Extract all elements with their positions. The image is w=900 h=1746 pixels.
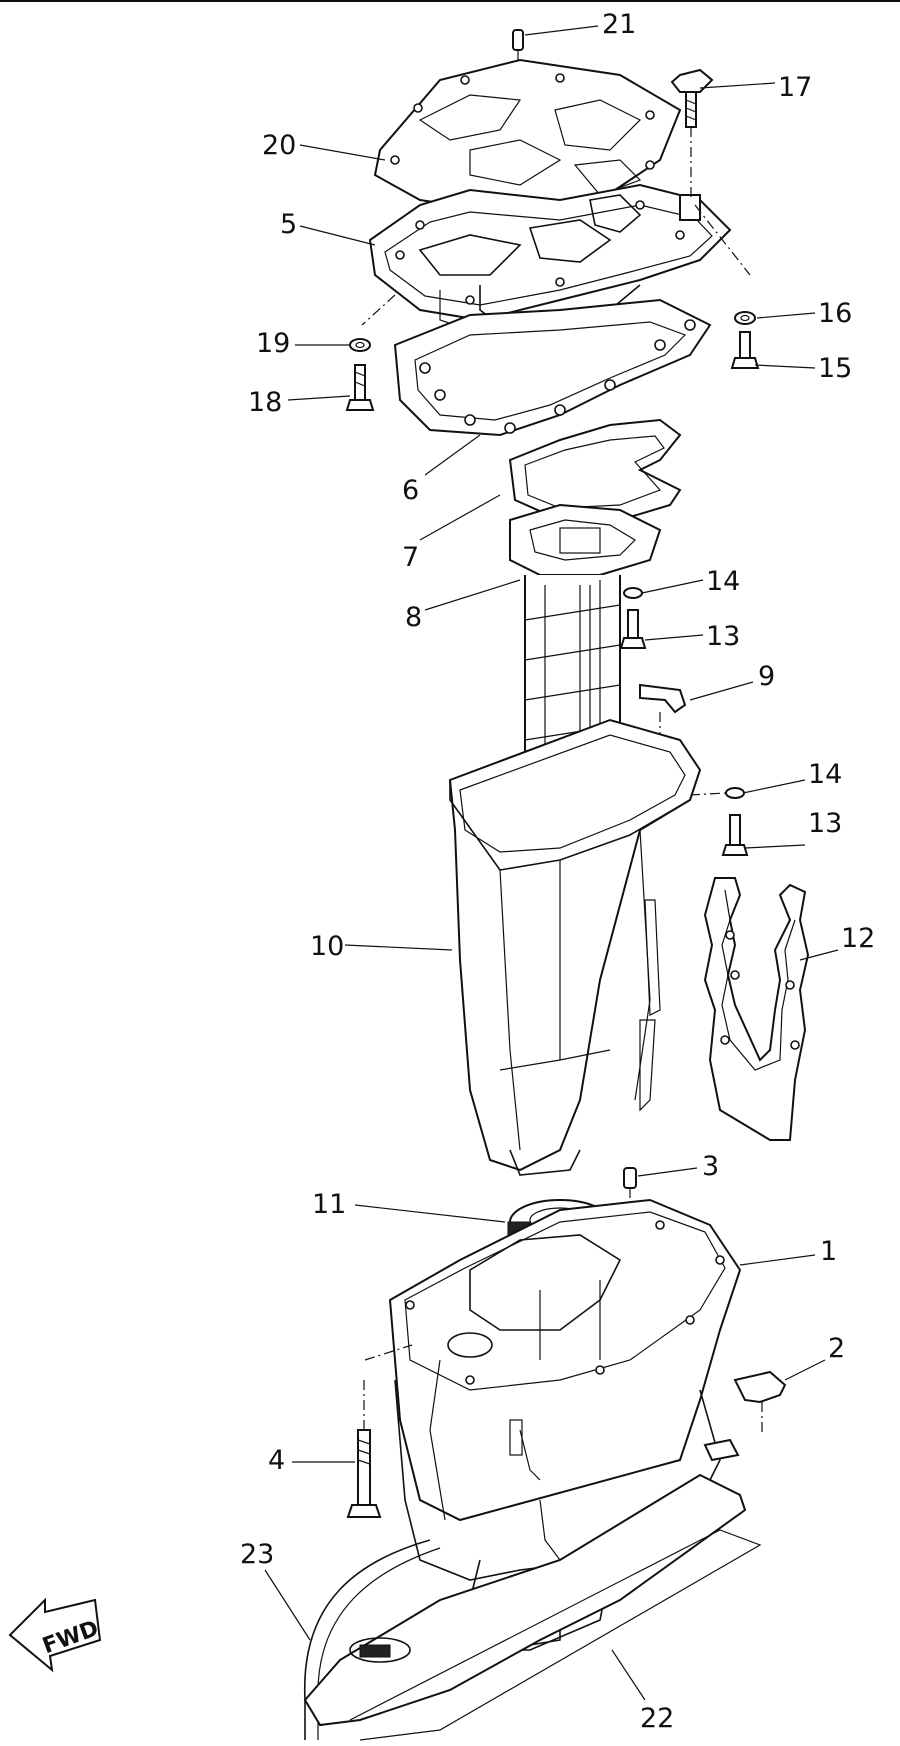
callout-10: 10 xyxy=(310,931,344,962)
callout-23: 23 xyxy=(240,1539,274,1570)
callout-21: 21 xyxy=(602,9,636,40)
callout-14-lower: 14 xyxy=(808,759,842,790)
callout-12: 12 xyxy=(841,923,875,954)
part-18-bolt xyxy=(345,364,375,411)
part-13-bolt-lower xyxy=(721,814,749,856)
part-7-gasket xyxy=(508,418,682,521)
callout-13-lower: 13 xyxy=(808,808,842,839)
callout-8: 8 xyxy=(405,602,422,633)
part-3-dowel-pin xyxy=(623,1167,637,1215)
callout-20: 20 xyxy=(262,130,296,161)
leader-lines xyxy=(264,25,839,1701)
part-19-washer xyxy=(349,338,371,352)
part-6-gasket xyxy=(393,298,712,437)
part-12-seal xyxy=(703,877,810,1141)
part-10-upper-casing xyxy=(448,718,702,1176)
callout-1: 1 xyxy=(820,1236,837,1267)
callout-13-upper: 13 xyxy=(706,621,740,652)
part-15-bolt xyxy=(730,331,760,369)
fwd-arrow-icon: FWD xyxy=(8,1597,102,1673)
callout-labels: 21 17 20 5 16 15 19 18 6 7 14 8 13 9 14 … xyxy=(240,9,875,1734)
part-16-washer xyxy=(734,311,756,325)
callout-4: 4 xyxy=(268,1445,285,1476)
part-22-plate xyxy=(303,1473,762,1741)
callout-14-upper: 14 xyxy=(706,566,740,597)
callout-18: 18 xyxy=(248,387,282,418)
part-17-bolt xyxy=(670,68,714,200)
callout-6: 6 xyxy=(402,475,419,506)
part-14-washer-lower xyxy=(689,787,745,799)
callout-7: 7 xyxy=(402,542,419,573)
callout-16: 16 xyxy=(818,298,852,329)
callout-19: 19 xyxy=(256,328,290,359)
callout-17: 17 xyxy=(778,72,812,103)
part-5-upper-case xyxy=(361,183,751,331)
callout-15: 15 xyxy=(818,353,852,384)
part-4-bolt xyxy=(346,1380,382,1518)
callout-5: 5 xyxy=(280,209,297,240)
part-20-gasket xyxy=(373,58,682,217)
callout-22: 22 xyxy=(640,1703,674,1734)
callout-9: 9 xyxy=(758,661,775,692)
part-23-seal-strip xyxy=(304,1539,441,1740)
callout-3: 3 xyxy=(702,1151,719,1182)
callout-11: 11 xyxy=(312,1189,346,1220)
part-14-washer-upper xyxy=(623,587,643,599)
part-13-bolt-upper xyxy=(619,609,647,649)
part-2-plug xyxy=(703,1370,787,1462)
callout-2: 2 xyxy=(828,1333,845,1364)
